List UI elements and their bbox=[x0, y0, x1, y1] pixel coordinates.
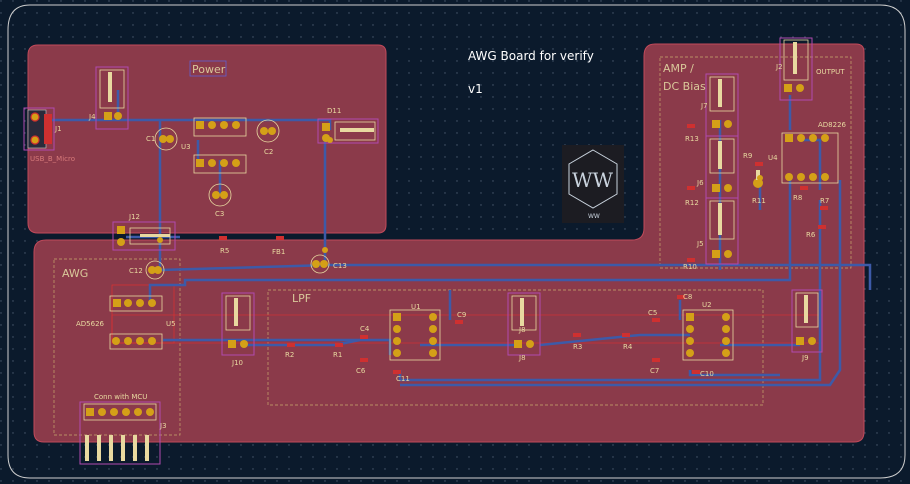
ad8226-label: AD8226 bbox=[818, 121, 847, 129]
logo-subtext: WW bbox=[588, 213, 600, 220]
r13-resistor[interactable] bbox=[687, 124, 695, 128]
j5-connector[interactable] bbox=[705, 197, 739, 265]
usb-connector[interactable] bbox=[23, 107, 55, 151]
c1-capacitor[interactable] bbox=[154, 127, 178, 151]
r10-label: R10 bbox=[683, 263, 697, 271]
board-version: v1 bbox=[468, 82, 483, 96]
r9-resistor[interactable] bbox=[755, 162, 763, 166]
amp-section-box bbox=[659, 56, 852, 269]
r1-label: R1 bbox=[333, 351, 342, 359]
r7-resistor[interactable] bbox=[820, 206, 828, 210]
u1-opamp[interactable] bbox=[389, 309, 441, 361]
r4-label: R4 bbox=[623, 343, 633, 351]
c9-label: C9 bbox=[457, 311, 466, 319]
c3-label: C3 bbox=[215, 210, 224, 218]
u4-label: U4 bbox=[768, 154, 778, 162]
c13-capacitor[interactable] bbox=[310, 254, 330, 274]
r10-resistor[interactable] bbox=[687, 258, 695, 262]
c1-label: C1 bbox=[146, 135, 155, 143]
c6-label: C6 bbox=[356, 367, 366, 375]
usb-label: USB_B_Micro bbox=[30, 155, 75, 163]
c12-label: C12 bbox=[129, 267, 143, 275]
u2-label: U2 bbox=[702, 301, 712, 309]
amp-section-label: AMP / bbox=[663, 62, 694, 75]
r7-label: R7 bbox=[820, 197, 829, 205]
r12-resistor[interactable] bbox=[687, 186, 695, 190]
r8-label: R8 bbox=[793, 194, 802, 202]
awg-section-label: AWG bbox=[62, 267, 88, 280]
r6-label: R6 bbox=[806, 231, 816, 239]
j3-mcu-connector[interactable] bbox=[79, 401, 161, 465]
c2-capacitor[interactable] bbox=[256, 119, 280, 143]
r11-label: R11 bbox=[752, 197, 766, 205]
c12-capacitor[interactable] bbox=[145, 260, 165, 280]
power-label-box bbox=[189, 60, 227, 77]
u1-label: U1 bbox=[411, 303, 421, 311]
d11-diode[interactable] bbox=[317, 118, 379, 144]
c3-capacitor[interactable] bbox=[208, 183, 232, 207]
c2-label: C2 bbox=[264, 148, 273, 156]
j3-label: J3 bbox=[159, 422, 167, 430]
j4-connector[interactable] bbox=[95, 66, 129, 130]
conn-label: Conn with MCU bbox=[94, 393, 147, 401]
j2-output-connector[interactable] bbox=[779, 37, 813, 101]
logo-text: WW bbox=[572, 168, 614, 192]
j4-label: J4 bbox=[88, 113, 96, 121]
fb1-ferrite[interactable] bbox=[276, 236, 284, 240]
j6-label: J6 bbox=[696, 179, 704, 187]
ad5626-label: AD5626 bbox=[76, 320, 105, 328]
ww-logo: WW WW bbox=[562, 145, 624, 223]
j9-label: J9 bbox=[801, 354, 809, 362]
j5-label: J5 bbox=[696, 240, 704, 248]
u2-opamp[interactable] bbox=[682, 309, 734, 361]
j8-label: J8 bbox=[518, 354, 526, 362]
u5-label: U5 bbox=[166, 320, 176, 328]
u5-dac[interactable] bbox=[109, 295, 163, 350]
c11-label: C11 bbox=[396, 375, 410, 383]
r5-label: R5 bbox=[220, 247, 229, 255]
output-label: OUTPUT bbox=[816, 68, 845, 76]
vias bbox=[157, 137, 763, 253]
r6-resistor[interactable] bbox=[818, 225, 826, 229]
awg-section-box bbox=[53, 258, 181, 436]
lpf-passives bbox=[287, 295, 700, 374]
amp-section-label-2: DC Bias bbox=[663, 80, 706, 93]
fb1-label: FB1 bbox=[272, 248, 285, 256]
u4-instrumentation-amp[interactable] bbox=[781, 132, 839, 184]
u3-label: U3 bbox=[181, 143, 191, 151]
d11-label: D11 bbox=[327, 107, 341, 115]
u3-regulator[interactable] bbox=[193, 117, 247, 174]
lpf-section-label: LPF bbox=[292, 292, 311, 305]
c10-label: C10 bbox=[700, 370, 714, 378]
power-section-label: Power bbox=[192, 63, 226, 76]
r13-label: R13 bbox=[685, 135, 699, 143]
j10-label: J10 bbox=[231, 359, 243, 367]
r9-label: R9 bbox=[743, 152, 752, 160]
r5-resistor[interactable] bbox=[219, 236, 227, 240]
lpf-section-box bbox=[267, 289, 764, 406]
j10-connector[interactable] bbox=[221, 292, 255, 356]
c13-label: C13 bbox=[333, 262, 347, 270]
c8-label: C8 bbox=[683, 293, 692, 301]
j1-label: J1 bbox=[54, 125, 62, 133]
c5-label: C5 bbox=[648, 309, 657, 317]
j9-connector[interactable] bbox=[791, 289, 823, 353]
r2-label: R2 bbox=[285, 351, 294, 359]
j8-connector[interactable] bbox=[507, 292, 541, 356]
r12-label: R12 bbox=[685, 199, 699, 207]
r3-label: R3 bbox=[573, 343, 582, 351]
board-edge bbox=[7, 4, 906, 479]
c7-label: C7 bbox=[650, 367, 659, 375]
r8-resistor[interactable] bbox=[800, 186, 808, 190]
j8-inner-label: J8 bbox=[518, 326, 526, 334]
j7-label: J7 bbox=[700, 102, 708, 110]
j12-label: J12 bbox=[128, 213, 140, 221]
j12-connector[interactable] bbox=[112, 221, 176, 251]
c4-label: C4 bbox=[360, 325, 370, 333]
j2-label: J2 bbox=[775, 63, 783, 71]
board-title: AWG Board for verify bbox=[468, 49, 594, 63]
